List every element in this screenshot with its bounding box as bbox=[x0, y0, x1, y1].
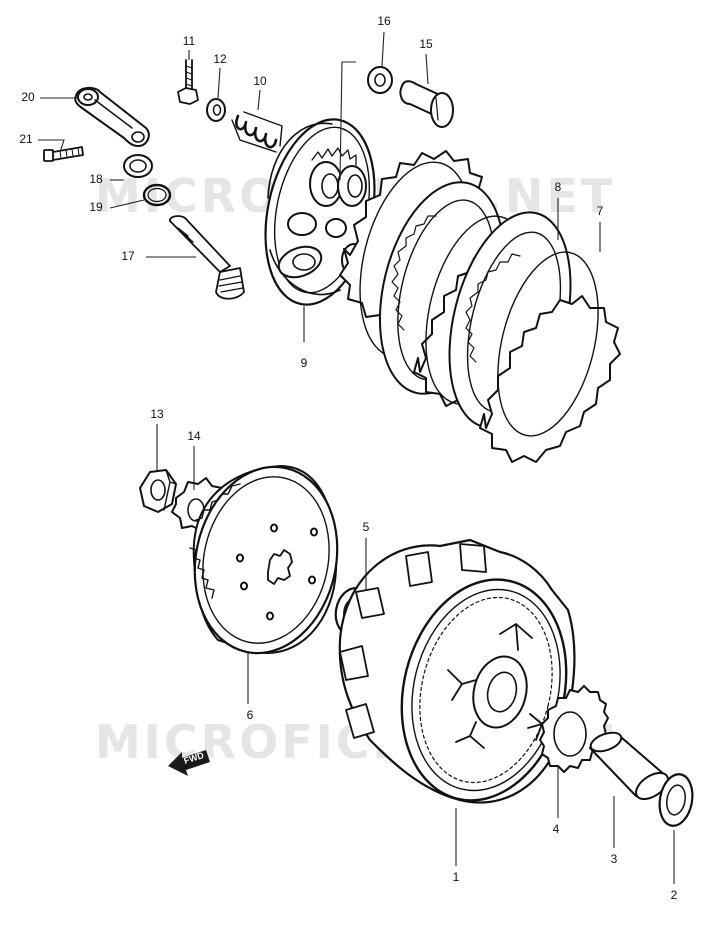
push-piece bbox=[399, 80, 454, 128]
plate-stack bbox=[339, 150, 621, 463]
callout-7: 7 bbox=[597, 204, 604, 218]
spring-bolt bbox=[177, 59, 199, 105]
spacer-washer bbox=[658, 773, 694, 827]
leader-lines bbox=[38, 31, 675, 884]
clutch-spring bbox=[231, 111, 283, 153]
drive-gear bbox=[539, 685, 609, 773]
callout-9: 9 bbox=[301, 356, 308, 370]
spring-washer bbox=[206, 98, 226, 122]
release-shaft bbox=[169, 215, 245, 300]
callout-11: 11 bbox=[183, 34, 196, 48]
oil-seal bbox=[123, 154, 153, 178]
callout-6: 6 bbox=[247, 708, 254, 722]
callout-19: 19 bbox=[89, 200, 103, 214]
callout-numbers: 1 2 3 4 5 6 7 8 9 10 11 12 13 14 15 16 1… bbox=[19, 14, 677, 902]
callout-1: 1 bbox=[453, 870, 460, 884]
fwd-arrow-icon: FWD bbox=[168, 750, 210, 776]
callout-4: 4 bbox=[553, 822, 560, 836]
hub-nut bbox=[139, 469, 177, 513]
callout-20: 20 bbox=[21, 90, 35, 104]
callout-8: 8 bbox=[555, 180, 562, 194]
callout-18: 18 bbox=[89, 172, 103, 186]
gear-spacer bbox=[589, 731, 669, 801]
callout-3: 3 bbox=[611, 852, 618, 866]
callout-10: 10 bbox=[253, 74, 267, 88]
clutch-housing bbox=[338, 538, 576, 804]
callout-14: 14 bbox=[187, 429, 201, 443]
callout-15: 15 bbox=[419, 37, 433, 51]
callout-12: 12 bbox=[213, 52, 227, 66]
callout-17: 17 bbox=[121, 249, 135, 263]
release-arm bbox=[74, 86, 150, 147]
callout-2: 2 bbox=[671, 888, 678, 902]
o-ring bbox=[142, 183, 172, 207]
callout-13: 13 bbox=[150, 407, 164, 421]
arm-bolt bbox=[43, 146, 84, 162]
pushrod-washer bbox=[367, 66, 393, 94]
callout-21: 21 bbox=[19, 132, 33, 146]
callout-5: 5 bbox=[363, 520, 370, 534]
callout-16: 16 bbox=[377, 14, 391, 28]
clutch-sleeve-hub bbox=[189, 465, 339, 655]
